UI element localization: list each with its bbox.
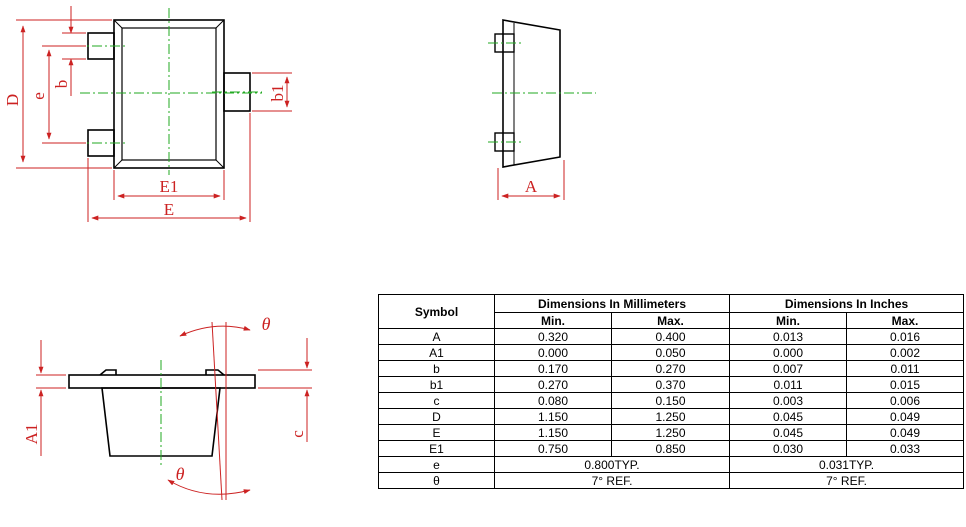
side-view-dimensions xyxy=(497,160,565,200)
dim-label-e: e xyxy=(29,92,48,100)
row-symbol: e xyxy=(378,456,495,473)
table-row: E 1.150 1.250 0.045 0.049 xyxy=(378,424,965,441)
dim-label-c: c xyxy=(288,430,307,438)
row-symbol: E1 xyxy=(378,440,495,457)
inch-max-cell: 0.049 xyxy=(846,408,965,425)
mm-max-cell: 0.850 xyxy=(610,440,731,457)
mm-typ-cell: 7° REF. xyxy=(493,472,731,489)
dim-label-D: D xyxy=(3,94,22,106)
inch-typ-cell: 7° REF. xyxy=(729,472,965,489)
row-symbol: E xyxy=(378,424,495,441)
mm-max-cell: 0.150 xyxy=(610,392,731,409)
inch-max-header: Max. xyxy=(846,312,965,329)
inch-max-cell: 0.002 xyxy=(846,344,965,361)
front-view-body xyxy=(68,369,256,457)
mm-max-cell: 0.270 xyxy=(610,360,731,377)
mm-group-header: Dimensions In Millimeters xyxy=(493,294,731,313)
inch-min-cell: 0.007 xyxy=(729,360,848,377)
mm-max-cell: 1.250 xyxy=(610,408,731,425)
table-row: E1 0.750 0.850 0.030 0.033 xyxy=(378,440,965,457)
mm-max-cell: 0.050 xyxy=(610,344,731,361)
angle-label-theta-top: θ xyxy=(262,314,271,334)
inch-min-cell: 0.003 xyxy=(729,392,848,409)
table-row: c 0.080 0.150 0.003 0.006 xyxy=(378,392,965,409)
mm-min-cell: 0.000 xyxy=(494,344,612,361)
front-view: A1 c θ θ xyxy=(22,314,312,501)
row-symbol: D xyxy=(378,408,495,425)
table-row: D 1.150 1.250 0.045 0.049 xyxy=(378,408,965,425)
table-row: A 0.320 0.400 0.013 0.016 xyxy=(378,328,965,345)
mm-min-header: Min. xyxy=(494,312,612,329)
inch-typ-cell: 0.031TYP. xyxy=(729,456,965,473)
mm-max-header: Max. xyxy=(610,312,731,329)
mm-min-cell: 1.150 xyxy=(494,424,612,441)
dim-label-E1: E1 xyxy=(160,177,179,196)
row-symbol: A xyxy=(378,328,495,345)
table-row-typ: θ 7° REF. 7° REF. xyxy=(378,472,965,489)
top-view: D e b b1 E1 E xyxy=(3,6,292,222)
mm-min-cell: 0.080 xyxy=(494,392,612,409)
dim-label-E: E xyxy=(164,200,174,219)
side-view-centerlines xyxy=(488,42,596,143)
mm-min-cell: 0.750 xyxy=(494,440,612,457)
dim-label-A: A xyxy=(525,177,538,196)
row-symbol: A1 xyxy=(378,344,495,361)
inch-min-cell: 0.045 xyxy=(729,424,848,441)
inch-min-header: Min. xyxy=(729,312,848,329)
table-row-typ: e 0.800TYP. 0.031TYP. xyxy=(378,456,965,473)
table-row: b 0.170 0.270 0.007 0.011 xyxy=(378,360,965,377)
table-row: A1 0.000 0.050 0.000 0.002 xyxy=(378,344,965,361)
mm-max-cell: 1.250 xyxy=(610,424,731,441)
inch-min-cell: 0.013 xyxy=(729,328,848,345)
dim-label-b: b xyxy=(52,80,71,89)
mm-min-cell: 0.270 xyxy=(494,376,612,393)
inch-min-cell: 0.000 xyxy=(729,344,848,361)
row-symbol: b1 xyxy=(378,376,495,393)
inch-max-cell: 0.015 xyxy=(846,376,965,393)
mm-min-cell: 1.150 xyxy=(494,408,612,425)
mm-min-cell: 0.170 xyxy=(494,360,612,377)
row-symbol: b xyxy=(378,360,495,377)
mm-max-cell: 0.370 xyxy=(610,376,731,393)
front-view-dimensions xyxy=(36,321,312,501)
side-view: A xyxy=(488,19,596,200)
inch-max-cell: 0.049 xyxy=(846,424,965,441)
inch-max-cell: 0.033 xyxy=(846,440,965,457)
inch-group-header: Dimensions In Inches xyxy=(729,294,965,313)
mm-max-cell: 0.400 xyxy=(610,328,731,345)
angle-label-theta-bottom: θ xyxy=(176,464,185,484)
inch-max-cell: 0.011 xyxy=(846,360,965,377)
top-view-dimensions xyxy=(16,6,292,222)
row-symbol: c xyxy=(378,392,495,409)
inch-max-cell: 0.016 xyxy=(846,328,965,345)
dim-label-A1: A1 xyxy=(22,424,41,445)
inch-max-cell: 0.006 xyxy=(846,392,965,409)
inch-min-cell: 0.045 xyxy=(729,408,848,425)
mm-min-cell: 0.320 xyxy=(494,328,612,345)
dim-label-b1: b1 xyxy=(268,85,287,102)
table-row: b1 0.270 0.370 0.011 0.015 xyxy=(378,376,965,393)
row-symbol: θ xyxy=(378,472,495,489)
inch-min-cell: 0.030 xyxy=(729,440,848,457)
symbol-header: Symbol xyxy=(378,294,495,329)
mm-typ-cell: 0.800TYP. xyxy=(493,456,731,473)
dimensions-table: Symbol Dimensions In Millimeters Dimensi… xyxy=(378,294,965,489)
inch-min-cell: 0.011 xyxy=(729,376,848,393)
